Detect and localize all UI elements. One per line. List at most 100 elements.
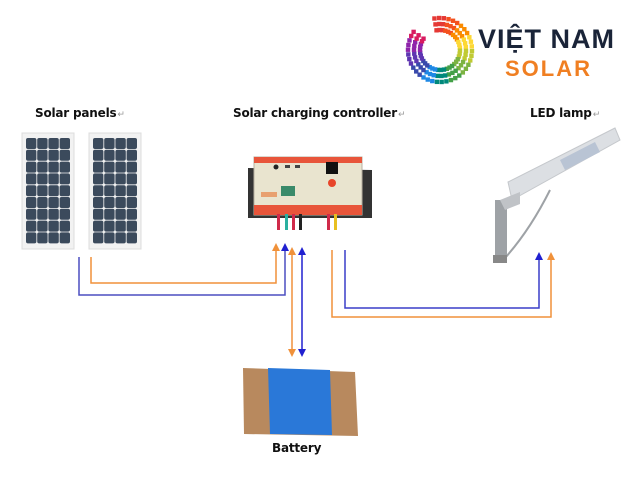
- solar-cell: [48, 138, 59, 149]
- logo-tile: [411, 47, 417, 52]
- logo-tile: [439, 79, 444, 85]
- street-lamp-icon: [493, 127, 621, 263]
- logo-tile: [457, 45, 463, 50]
- solar-cell: [115, 197, 126, 208]
- solar-panel-icon: [21, 132, 75, 250]
- logo-tile: [454, 20, 460, 26]
- solar-cell: [59, 197, 70, 208]
- logo-tile: [458, 23, 464, 29]
- solar-cell: [93, 138, 104, 149]
- logo-tile: [406, 42, 411, 48]
- logo-tile: [430, 78, 435, 84]
- logo-tile: [427, 71, 433, 77]
- logo-tile: [454, 37, 460, 42]
- logo-tile: [442, 73, 448, 78]
- solar-cell: [104, 232, 115, 244]
- logo-tile: [424, 70, 429, 75]
- solar-cell: [26, 197, 37, 208]
- logo-tile: [412, 51, 417, 56]
- logo-tile: [419, 39, 425, 44]
- logo-tile: [459, 34, 465, 39]
- logo-tile: [405, 47, 411, 52]
- logo-tile: [450, 18, 456, 23]
- logo-tile: [469, 53, 474, 59]
- battery-label-text: Battery: [272, 441, 322, 455]
- solar-cell: [48, 232, 59, 244]
- logo-tile: [414, 36, 419, 41]
- logo-tile: [440, 27, 445, 33]
- solar-cell: [26, 220, 37, 232]
- solar-cell: [48, 173, 59, 185]
- solar-cell: [104, 138, 115, 149]
- logo-tile: [434, 28, 439, 33]
- logo-tile: [466, 62, 471, 67]
- logo-tile: [435, 73, 440, 79]
- solar-cell: [48, 185, 59, 197]
- logo-tile: [414, 58, 419, 64]
- solar-cell: [126, 173, 137, 185]
- solar-cell: [59, 208, 70, 220]
- logo-tile: [412, 43, 417, 49]
- solar-panel-icon: [88, 132, 142, 250]
- logo-tile: [418, 53, 424, 58]
- solar-cell: [59, 232, 70, 244]
- solar-cell: [37, 232, 48, 244]
- solar-cell: [59, 173, 70, 185]
- logo-tile: [411, 29, 416, 35]
- logo-tile: [468, 58, 473, 63]
- logo-tile: [435, 67, 441, 73]
- logo-tile: [421, 67, 426, 73]
- logo-tile: [409, 33, 414, 39]
- logo-tile: [451, 25, 457, 31]
- logo-tile: [444, 22, 450, 28]
- solar-cell: [104, 161, 115, 173]
- logo-tile: [413, 39, 418, 45]
- solar-cell: [126, 149, 137, 161]
- logo-tile: [436, 15, 442, 21]
- solar-cell: [126, 161, 137, 173]
- logo-tile: [448, 24, 453, 29]
- solar-cell: [104, 149, 115, 161]
- solar-cell: [93, 232, 104, 244]
- logo-tile: [456, 39, 461, 45]
- solar-cell: [26, 185, 37, 197]
- logo-tile: [446, 72, 452, 77]
- logo-tile: [463, 44, 469, 50]
- charge-controller-icon: [248, 156, 372, 230]
- solar-cell: [104, 220, 115, 232]
- logo-tile: [411, 65, 416, 70]
- solar-cell: [93, 197, 104, 208]
- logo-tile: [457, 73, 462, 78]
- logo-tile: [448, 30, 453, 36]
- logo-tile: [457, 48, 463, 53]
- logo-tile: [407, 56, 412, 62]
- logo-tile: [432, 16, 437, 21]
- solar-cell: [104, 185, 115, 197]
- led-lamp-label: LED lamp↵: [530, 106, 600, 120]
- solar-cell: [115, 220, 126, 232]
- logo-tile: [448, 77, 454, 83]
- solar-cell: [48, 208, 59, 220]
- solar-cell: [37, 149, 48, 161]
- logo-tile: [460, 70, 466, 75]
- solar-cell: [93, 220, 104, 232]
- logo-tile: [439, 73, 444, 79]
- logo-tile: [437, 21, 442, 27]
- logo-tile: [449, 63, 455, 69]
- logo-tile: [427, 64, 432, 70]
- solar-cell: [126, 197, 137, 208]
- wire-lamp-positive: [331, 250, 555, 318]
- solar-cell: [115, 149, 126, 161]
- logo-tile: [469, 48, 475, 54]
- controller-label: Solar charging controller↵: [233, 106, 406, 120]
- solar-cell: [26, 232, 37, 244]
- logo-tile: [463, 66, 469, 72]
- solar-cell: [126, 220, 137, 232]
- logo-tile: [455, 57, 460, 62]
- solar-cell: [115, 232, 126, 244]
- logo-tile: [421, 58, 426, 64]
- solar-cell: [104, 197, 115, 208]
- controller-label-text: Solar charging controller: [233, 106, 397, 120]
